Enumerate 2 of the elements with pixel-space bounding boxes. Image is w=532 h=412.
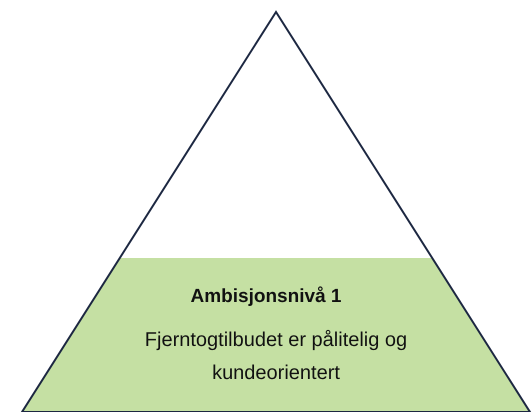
level-heading: Ambisjonsnivå 1 [190,286,342,308]
level-description: Fjerntogtilbudet er pålitelig og kundeorientert [144,328,408,386]
